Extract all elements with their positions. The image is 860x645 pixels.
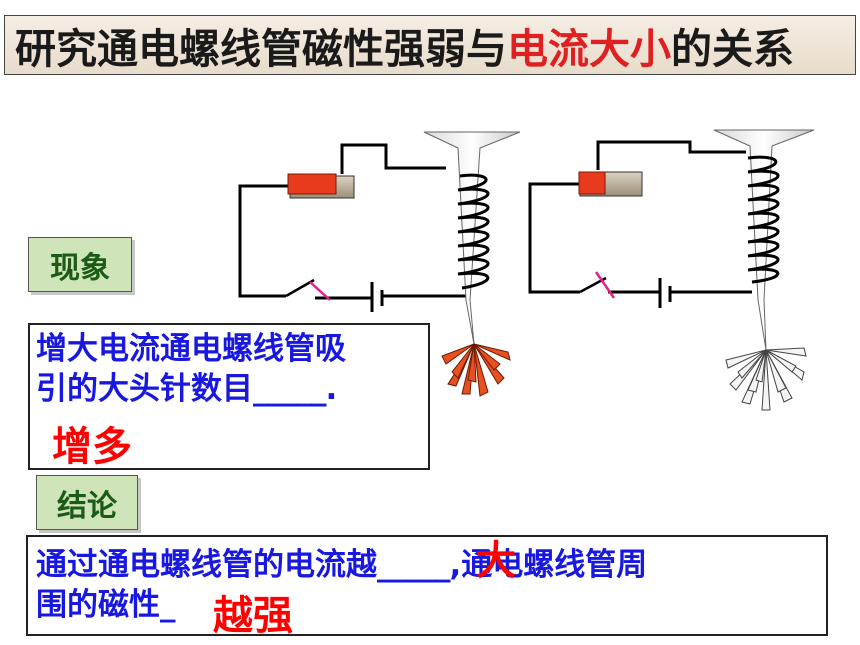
- conclusion-part2: ,通电螺线管周: [449, 547, 648, 583]
- battery-icon: [370, 282, 384, 312]
- title-highlight: 电流大小: [507, 25, 671, 73]
- conclusion-tag: 结论: [36, 475, 138, 530]
- battery-icon: [658, 278, 672, 308]
- rheostat-icon: [287, 173, 355, 199]
- pins-cluster-icon: [441, 343, 511, 397]
- conclusion-part1: 通过通电螺线管的电流越: [36, 547, 377, 583]
- title-prefix: 研究通电螺线管磁性强弱与: [15, 25, 507, 73]
- conclusion-line2-main: 围的磁性: [36, 587, 160, 623]
- phenomenon-text-line2-main: 引的大头针数目: [36, 371, 253, 407]
- phenomenon-text-line1: 增大电流通电螺线管吸: [36, 331, 346, 367]
- switch-icon: [285, 278, 331, 301]
- right-circuit: [528, 129, 815, 411]
- conclusion-line2: 围的磁性_: [36, 585, 826, 625]
- solenoid-coil-icon: [747, 155, 780, 284]
- conclusion-blank2: _: [160, 587, 175, 623]
- pins-cluster-icon: [725, 347, 807, 411]
- conclusion-line1: 通过通电螺线管的电流越_____,通电螺线管周: [36, 545, 826, 585]
- rheostat-icon: [578, 171, 643, 197]
- phenomenon-box: 增大电流通电螺线管吸 引的大头针数目_____.: [28, 323, 430, 470]
- conclusion-box: 通过通电螺线管的电流越_____,通电螺线管周 围的磁性_: [26, 535, 828, 636]
- iron-core-icon: [423, 131, 521, 345]
- conclusion-blank1: _____: [377, 547, 450, 583]
- conclusion-answer1: 大: [476, 538, 516, 584]
- solenoid-coil-icon: [457, 173, 490, 290]
- phenomenon-tag: 现象: [28, 237, 132, 292]
- title-suffix: 的关系: [671, 25, 794, 73]
- slide-title: 研究通电螺线管磁性强弱与电流大小的关系: [4, 15, 856, 75]
- phenomenon-answer: 增多: [52, 424, 132, 470]
- left-circuit: [238, 131, 521, 397]
- phenomenon-text-line2: 引的大头针数目_____.: [36, 369, 428, 409]
- conclusion-answer2: 越强: [213, 593, 293, 639]
- switch-icon: [579, 271, 616, 299]
- phenomenon-blank: _____.: [253, 371, 337, 407]
